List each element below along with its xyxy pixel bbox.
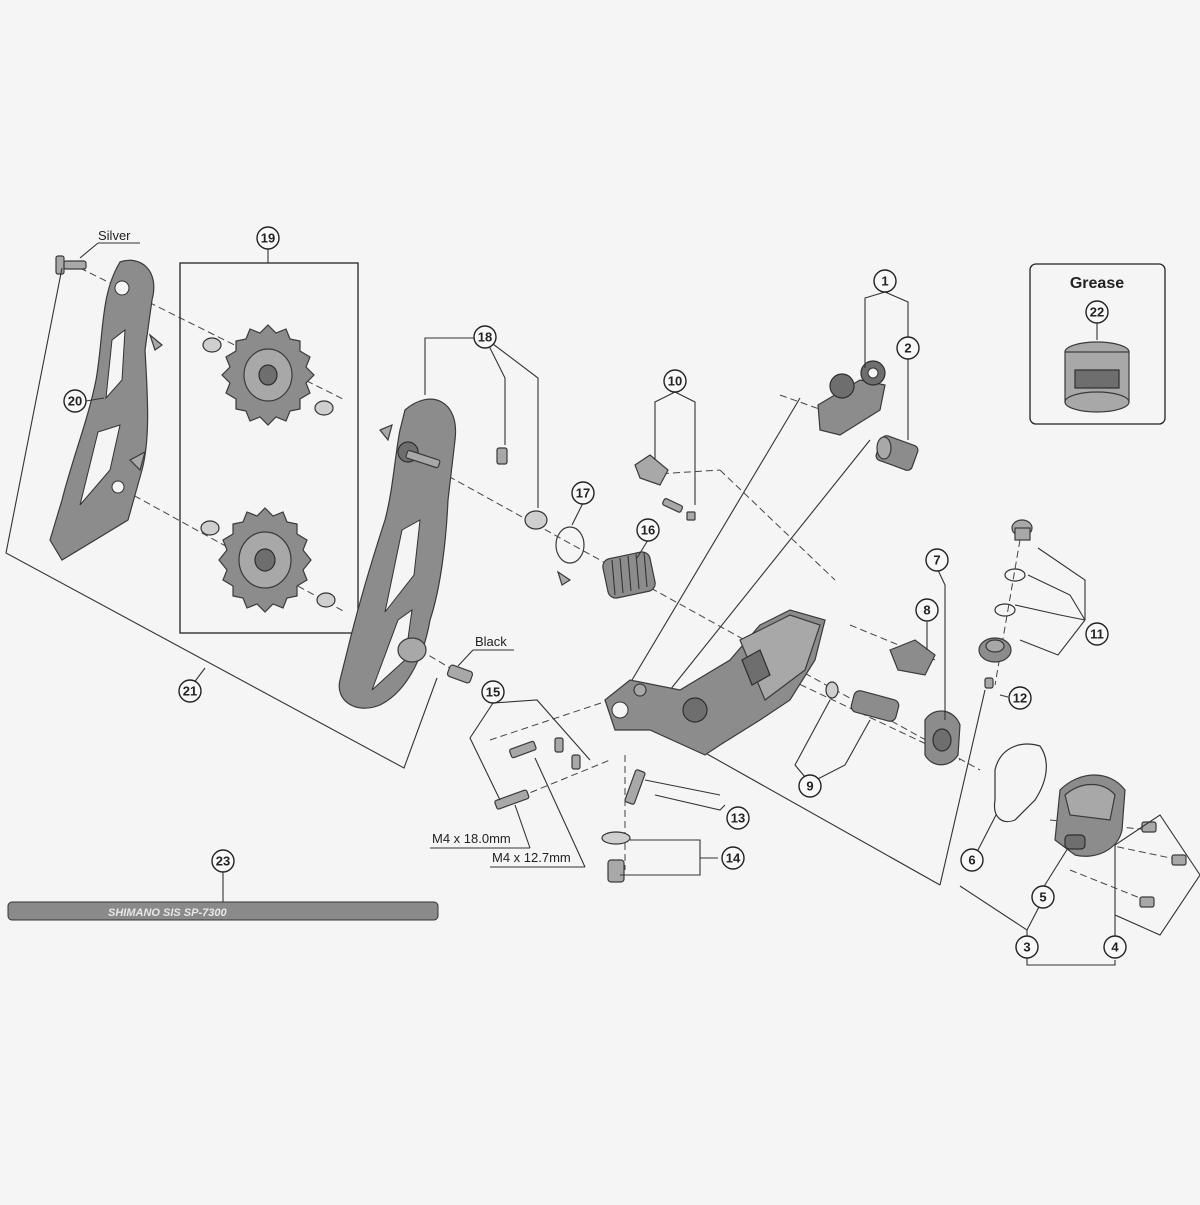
svg-text:10: 10	[668, 374, 682, 389]
clutch-cover-icon	[993, 743, 1126, 857]
outer-pulley-plate	[49, 259, 163, 561]
svg-text:7: 7	[933, 553, 940, 568]
callout-2: 2	[896, 336, 920, 360]
svg-text:14: 14	[726, 851, 741, 866]
guide-pulley-icon	[202, 324, 334, 426]
silver-pivot-bolt	[55, 255, 87, 275]
derailleur-body-icon	[604, 609, 826, 756]
axis-clutch-parts	[994, 539, 1021, 686]
svg-text:16: 16	[641, 523, 655, 538]
cable-housing-icon: SHIMANO SIS SP-7300	[7, 901, 439, 921]
svg-text:1: 1	[881, 274, 888, 289]
tension-pulley-icon	[200, 507, 336, 613]
label-bolt-18: M4 x 18.0mm	[432, 831, 511, 846]
callout-8: 8	[915, 598, 939, 622]
callout-10: 10	[663, 369, 687, 393]
callout-5: 5	[1031, 885, 1055, 909]
cable-anchor-icon	[634, 454, 696, 521]
callout-15: 15	[481, 680, 505, 704]
cage-return-spring	[602, 551, 656, 599]
callout-16: 16	[636, 518, 660, 542]
adjust-unit-icon	[825, 639, 961, 766]
label-silver: Silver	[98, 228, 131, 243]
pulley-set-box	[179, 262, 359, 634]
axis-adjust-bolt	[849, 624, 936, 661]
callout-1: 1	[873, 269, 897, 293]
callout-9: 9	[798, 774, 822, 798]
svg-text:18: 18	[478, 330, 492, 345]
svg-text:11: 11	[1090, 627, 1104, 642]
axis-bolt-15b	[499, 759, 611, 806]
callout-7: 7	[925, 548, 949, 572]
svg-text:13: 13	[731, 811, 745, 826]
cage-stopper-pin	[496, 447, 508, 465]
svg-text:23: 23	[216, 854, 230, 869]
callout-17: 17	[571, 481, 595, 505]
svg-text:6: 6	[968, 853, 975, 868]
callout-20: 20	[63, 389, 87, 413]
callout-3: 3	[1015, 935, 1039, 959]
callout-21: 21	[178, 679, 202, 703]
axis-anchor-to-body	[719, 469, 836, 581]
callout-6: 6	[960, 848, 984, 872]
svg-text:22: 22	[1090, 305, 1104, 320]
axis-cover-screws-3	[1069, 869, 1146, 901]
callout-4: 4	[1103, 935, 1127, 959]
svg-text:3: 3	[1023, 940, 1030, 955]
clutch-parts-icon	[978, 519, 1033, 689]
assembly-leaders	[631, 397, 986, 886]
svg-text:4: 4	[1111, 940, 1119, 955]
svg-text:17: 17	[576, 486, 590, 501]
svg-text:9: 9	[806, 779, 813, 794]
cover-screws-icon	[1139, 821, 1187, 908]
grease-box	[1029, 263, 1166, 425]
mounting-bolts-icon	[494, 737, 646, 883]
grease-jar-icon	[1064, 341, 1130, 413]
cage-spring-ring-tab	[556, 570, 572, 586]
svg-text:8: 8	[923, 603, 930, 618]
svg-text:2: 2	[904, 341, 911, 356]
label-bolt-12: M4 x 12.7mm	[492, 850, 571, 865]
svg-text:12: 12	[1013, 691, 1027, 706]
black-pivot-bolt	[446, 664, 474, 684]
svg-text:20: 20	[68, 394, 82, 409]
cable-housing-print: SHIMANO SIS SP-7300	[108, 907, 227, 919]
grease-title: Grease	[1070, 275, 1124, 292]
axis-bolt-15a	[489, 699, 611, 741]
callout-19: 19	[256, 226, 280, 250]
pulley-cage-icon	[338, 398, 457, 709]
callout-11: 11	[1085, 622, 1109, 646]
svg-text:5: 5	[1039, 890, 1046, 905]
svg-text:15: 15	[486, 685, 500, 700]
cage-washer	[524, 510, 548, 530]
callout-13: 13	[726, 806, 750, 830]
bracket-axle-icon	[817, 360, 919, 471]
callout-23: 23	[211, 849, 235, 873]
callout-18: 18	[473, 325, 497, 349]
callout-22: 22	[1085, 300, 1109, 324]
callout-12: 12	[1008, 686, 1032, 710]
cage-spring-ring	[555, 526, 585, 564]
callout-leaders	[5, 249, 1200, 966]
svg-text:19: 19	[261, 231, 275, 246]
svg-text:21: 21	[183, 684, 197, 699]
label-black: Black	[475, 634, 507, 649]
callout-14: 14	[721, 846, 745, 870]
